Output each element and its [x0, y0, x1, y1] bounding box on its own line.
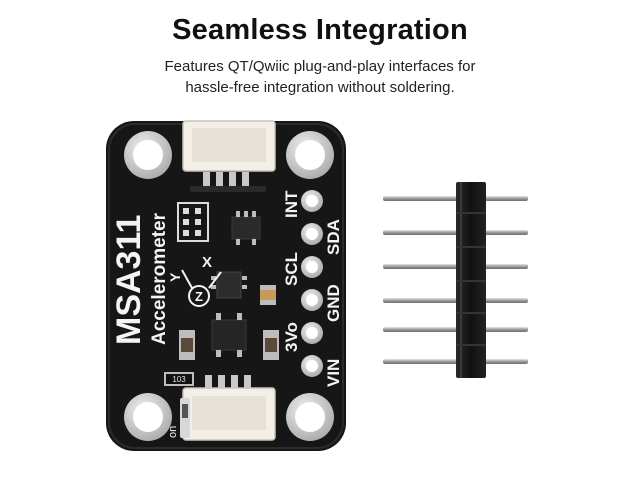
- pin-pad: [301, 190, 323, 212]
- pin-pad: [301, 355, 323, 377]
- subheadline-line-1: Features QT/Qwiic plug-and-play interfac…: [164, 58, 476, 75]
- mosfet-chip: [211, 313, 247, 357]
- pin-pad: [301, 256, 323, 278]
- pin-pad: [301, 289, 323, 311]
- capacitors: [179, 285, 279, 360]
- axis-x-label: X: [202, 254, 212, 271]
- qwiic-connector-bottom: [182, 375, 276, 441]
- resistor: 103: [164, 372, 194, 386]
- board-type: Accelerometer: [149, 212, 170, 345]
- pin-label: 3Vo: [282, 322, 301, 352]
- pin-pad: [301, 223, 323, 245]
- switch-label: on: [167, 426, 179, 438]
- axis-y-label: Y: [167, 272, 183, 282]
- pin-pads: [301, 190, 323, 377]
- accelerometer-chip: [211, 271, 247, 299]
- mounting-hole-top-right: [286, 131, 334, 179]
- headline: Seamless Integration: [172, 14, 468, 46]
- mounting-hole-top-left: [124, 131, 172, 179]
- resistor-code: 103: [172, 375, 186, 384]
- pin-pad: [301, 322, 323, 344]
- pin-header: [383, 182, 528, 378]
- pin-labels: INT SDA SCL GND 3Vo VIN: [282, 190, 343, 387]
- pin-label: VIN: [324, 359, 343, 387]
- board-name: MSA311: [110, 215, 148, 345]
- switch: [180, 398, 190, 438]
- voltage-regulator-chip: [231, 211, 261, 245]
- subheadline-line-2: hassle-free integration without solderin…: [185, 79, 455, 96]
- pin-label: SDA: [324, 219, 343, 255]
- axis-z-label: Z: [195, 289, 203, 304]
- sensor-chip-footprint: [177, 202, 209, 242]
- pin-label: GND: [324, 284, 343, 322]
- mounting-hole-bottom-right: [286, 393, 334, 441]
- breakout-board: 103 MSA311 Accelerometer on Z X Y: [106, 120, 346, 451]
- qwiic-connector-top: [182, 120, 276, 192]
- pin-label: SCL: [282, 252, 301, 286]
- mounting-hole-bottom-left: [124, 393, 172, 441]
- header-plastic: [456, 182, 486, 378]
- axis-indicator: Z X Y: [167, 254, 222, 307]
- header-pins: [383, 196, 528, 364]
- pin-label: INT: [282, 190, 301, 218]
